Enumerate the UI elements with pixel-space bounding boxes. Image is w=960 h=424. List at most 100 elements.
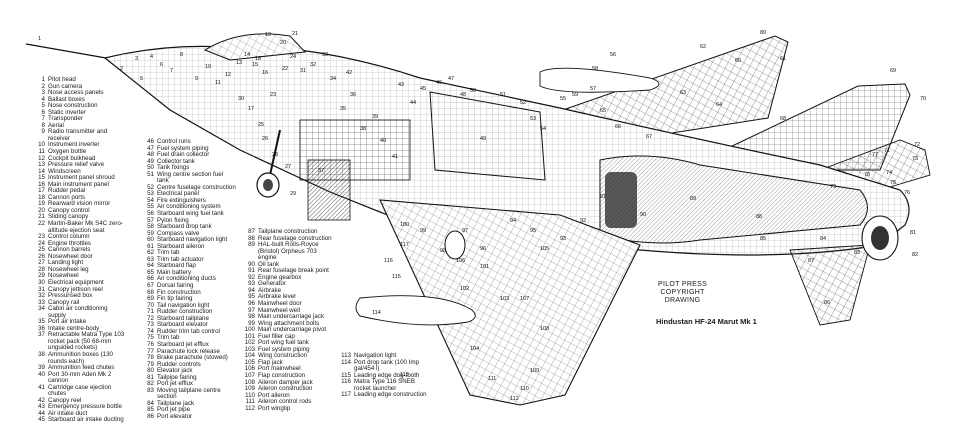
callout-number: 40 (380, 138, 386, 144)
legend-item: section (143, 394, 236, 401)
callout-number: 69 (890, 68, 896, 74)
engine-front (605, 172, 637, 228)
callout-number: 93 (560, 236, 566, 242)
callout-number: 62 (700, 44, 706, 50)
legend-item-number: 105 (244, 358, 255, 366)
fuel-tank-frames (430, 92, 545, 180)
legend-item-number: 21 (38, 213, 45, 221)
callout-number: 90 (640, 212, 646, 218)
legend-item-number: 2 (41, 82, 45, 90)
legend-item-number: 65 (147, 268, 154, 276)
legend-item-text: Control runs (157, 138, 191, 145)
legend-item-text: Starboard wing fuel tank (157, 210, 224, 218)
legend-item-text: receiver (48, 134, 71, 142)
legend-item-text: Rearward vision mirror (48, 200, 111, 208)
legend-item-number: 110 (245, 391, 255, 399)
legend-item-text: Mainwheel well (258, 306, 300, 314)
legend-item-text: Pressure relief valve (48, 161, 105, 169)
callout-number: 23 (270, 92, 276, 98)
callout-number: 116 (384, 258, 393, 264)
legend-item-text: chutes (48, 390, 67, 398)
stamp-line: PILOT PRESS (658, 281, 708, 288)
legend-item-text: Port wingtip (258, 404, 291, 412)
callout-number: 20 (280, 40, 286, 46)
legend-item-text: cannon (48, 377, 69, 385)
legend-item: gal/454 l) (340, 365, 427, 373)
callout-number: 18 (255, 56, 261, 62)
legend-item: unguided rockets) (34, 345, 124, 352)
legend-item-number: 54 (147, 196, 154, 204)
legend-item-text: Leading edge dog-tooth (354, 371, 420, 379)
legend-item: rounds each) (34, 357, 124, 366)
legend-item-text: Radio transmitter and (48, 128, 108, 136)
callout-number: 21 (292, 31, 298, 37)
legend-item-number: 15 (38, 174, 45, 182)
legend-item-number: 80 (147, 367, 154, 375)
legend-item-text: Cannon ports (48, 193, 86, 201)
callout-number: 25 (258, 122, 264, 128)
legend-item-text: rounds each) (48, 357, 85, 365)
legend-item-number: 89 (248, 241, 255, 249)
legend-item-number: 23 (38, 233, 45, 241)
callout-number: 56 (610, 52, 616, 58)
callout-number: 55 (560, 96, 566, 102)
rocket-pack (307, 159, 351, 221)
legend-item-number: 14 (38, 167, 45, 175)
legend-item-text: Tailplane jack (157, 399, 195, 407)
callout-number: 102 (460, 286, 469, 292)
legend-item-text: Nosewheel (48, 272, 79, 280)
legend-item-number: 19 (38, 200, 45, 208)
legend-item-text: Nosewheel leg (48, 265, 89, 273)
legend-item-number: 87 (248, 228, 255, 235)
legend-item-number: 18 (38, 193, 45, 201)
legend-item-number: 55 (147, 203, 154, 211)
callout-number: 99 (420, 228, 426, 234)
legend-item-number: 61 (147, 242, 154, 250)
callout-number: 6 (160, 62, 163, 68)
callout-number: 73 (912, 156, 918, 162)
callout-number: 53 (530, 116, 536, 122)
stamp-line: COPYRIGHT (660, 289, 705, 296)
legend-item-text: Cockpit bulkhead (48, 154, 96, 162)
legend-item-text: Aileron damper jack (258, 378, 313, 386)
legend-item-text: Landing light (48, 259, 84, 267)
legend-item-text: Starboard elevator (157, 321, 208, 329)
legend-item: altitude ejection seat (34, 227, 124, 235)
legend-item-text: Wing attachment bolts (258, 319, 320, 327)
legend-item-text: Main battery (157, 268, 192, 276)
legend-item-number: 69 (147, 295, 154, 303)
callout-number: 79 (830, 184, 836, 190)
legend-item-number: 68 (147, 288, 154, 296)
legend-item-number: 27 (38, 259, 45, 267)
legend-item-number: 84 (147, 399, 154, 407)
callout-number: 117 (400, 242, 409, 248)
legend-item-number: 5 (41, 102, 45, 110)
legend-item-number: 53 (147, 190, 154, 198)
legend-item-text: Windscreen (48, 167, 81, 175)
legend-item-number: 76 (147, 340, 154, 348)
callout-number: 31 (300, 68, 306, 74)
